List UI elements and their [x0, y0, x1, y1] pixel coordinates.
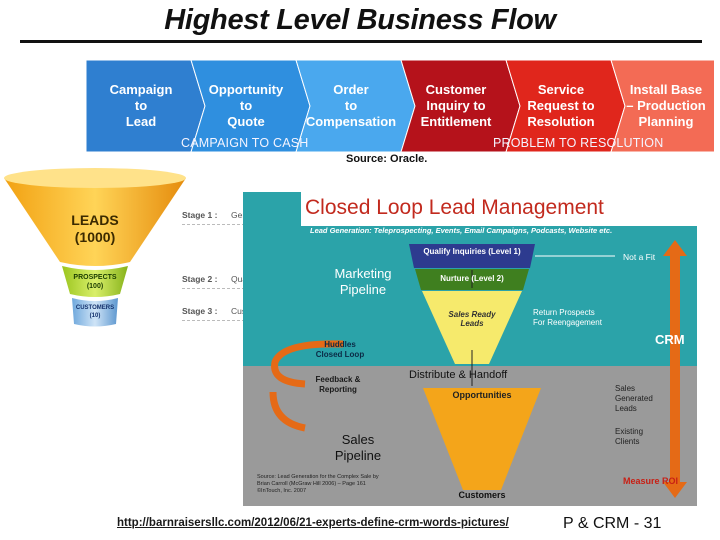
return-prospects-label: Return Prospects For Reengagement: [533, 308, 602, 327]
not-a-fit-label: Not a Fit: [623, 252, 656, 262]
funnel-customers-segment: [72, 298, 118, 327]
stage-3-label: Stage 3 :: [182, 306, 218, 316]
measure-roi-label: Measure ROI: [623, 476, 679, 486]
leads-label: LEADS: [71, 212, 119, 228]
qualify-band: [409, 244, 535, 268]
stage-3-divider: [182, 320, 300, 321]
sales-pipeline-label: Sales Pipeline: [334, 432, 382, 463]
flow-step-label-5: Service Request to Resolution: [527, 82, 595, 129]
qualify-label: Qualify Inquiries (Level 1): [423, 247, 521, 256]
opportunities-label: Opportunities: [452, 390, 512, 400]
clm-citation: Source: Lead Generation for the Complex …: [257, 474, 379, 494]
funnel-customers-label: CUSTOMERS (10): [70, 304, 120, 320]
flow-step-label-6: Install Base – Production Planning: [626, 82, 706, 129]
flow-step-label-3: Order to Compensation: [305, 82, 397, 129]
stage-2-label: Stage 2 :: [182, 274, 218, 284]
closed-loop-lead-management-diagram: Closed Loop Lead Management Lead Generat…: [243, 192, 697, 506]
flow-chevron-2: [190, 60, 311, 152]
funnel-prospects-label: PROSPECTS (100): [65, 273, 125, 291]
flow-step-label-2: Opportunity to Quote: [208, 82, 284, 129]
opportunities-funnel: [423, 388, 541, 490]
stage-2-divider: [182, 288, 300, 289]
prospects-count: (100): [86, 283, 104, 290]
source-note: Source: Oracle.: [346, 153, 428, 165]
nurture-label: Nurture (Level 2): [440, 274, 504, 283]
problem-to-resolution-caption: PROBLEM TO RESOLUTION: [493, 136, 664, 150]
feedback-label: Feedback & Reporting: [315, 375, 361, 394]
title-underline: [20, 40, 702, 43]
slide-title: Highest Level Business Flow: [164, 4, 556, 36]
source-link[interactable]: http://barnraisersllc.com/2012/06/21-exp…: [117, 517, 509, 529]
flow-step-label-1: Campaign to Lead: [109, 82, 173, 129]
loop-arrow-top: [271, 340, 344, 388]
flow-chevron-5: [505, 60, 626, 152]
crm-double-arrow: [663, 240, 687, 498]
leads-count: (1000): [74, 229, 116, 245]
customers-count: (10): [89, 313, 101, 319]
flow-step-label-4: Customer Inquiry to Entitlement: [420, 82, 492, 129]
sales-generated-leads-label: Sales Generated Leads: [615, 384, 653, 413]
funnel-leads-segment: [4, 171, 186, 266]
flow-chevron-3: [295, 60, 416, 152]
flow-chevron-1: [86, 60, 206, 152]
funnel-prospects-segment: [62, 266, 128, 297]
sales-ready-funnel: [422, 291, 522, 364]
clm-subtitle: Lead Generation: Teleprospecting, Events…: [310, 226, 613, 235]
flow-chevron-6: [610, 60, 714, 152]
huddles-label: Huddles Closed Loop: [315, 340, 365, 359]
sales-ready-label: Sales Ready Leads: [448, 310, 496, 328]
distribute-label: Distribute & Handoff: [409, 369, 508, 381]
funnel-top-rim: [4, 168, 186, 188]
stage-1-divider: [182, 224, 300, 225]
existing-clients-label: Existing Clients: [615, 427, 644, 446]
flow-chevron-4: [400, 60, 521, 152]
slide-number: P & CRM - 31: [563, 515, 662, 532]
campaign-to-cash-caption: CAMPAIGN TO CASH: [181, 136, 309, 150]
clm-title-bar: [301, 192, 697, 226]
prospects-label: PROSPECTS: [73, 274, 117, 281]
customers-label: CUSTOMERS: [75, 305, 115, 311]
loop-arrow-bottom: [269, 391, 306, 432]
stage-1-label: Stage 1 :: [182, 210, 218, 220]
clm-title: Closed Loop Lead Management: [305, 196, 604, 219]
customers-label: Customers: [458, 490, 506, 500]
marketing-pipeline-label: Marketing Pipeline: [334, 266, 392, 297]
flow-chevrons: [86, 60, 714, 152]
funnel-shape: [4, 168, 186, 327]
crm-label: CRM: [655, 332, 685, 347]
business-flow-banner: Campaign to Lead Opportunity to Quote Orde…: [86, 60, 714, 152]
clm-funnel-shapes: [269, 240, 687, 498]
funnel-leads-label: LEADS (1000): [55, 212, 135, 246]
